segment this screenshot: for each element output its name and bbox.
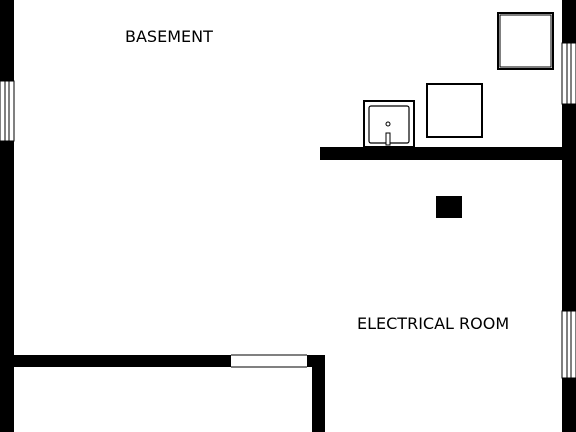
right-wall-middle — [562, 104, 576, 311]
right-wall-top — [562, 0, 576, 43]
room-label-electrical-room: ELECTRICAL ROOM — [357, 314, 509, 333]
sink-icon — [363, 100, 415, 148]
window-right-lower — [561, 310, 576, 379]
left-wall-lower — [0, 141, 14, 432]
room-label-basement: BASEMENT — [125, 27, 213, 46]
lower-room-wall-left — [14, 355, 231, 367]
left-wall-upper — [0, 0, 14, 81]
appliance-icon — [426, 83, 483, 138]
right-wall-bottom — [562, 378, 576, 432]
electrical-room-wall — [320, 147, 562, 160]
window-right-upper — [561, 42, 576, 105]
door-opening — [231, 354, 307, 368]
support-column — [436, 196, 462, 218]
lower-room-wall-right — [307, 355, 325, 367]
appliance-icon — [497, 12, 554, 70]
lower-room-wall-vertical — [312, 367, 325, 432]
window-left — [0, 80, 15, 142]
